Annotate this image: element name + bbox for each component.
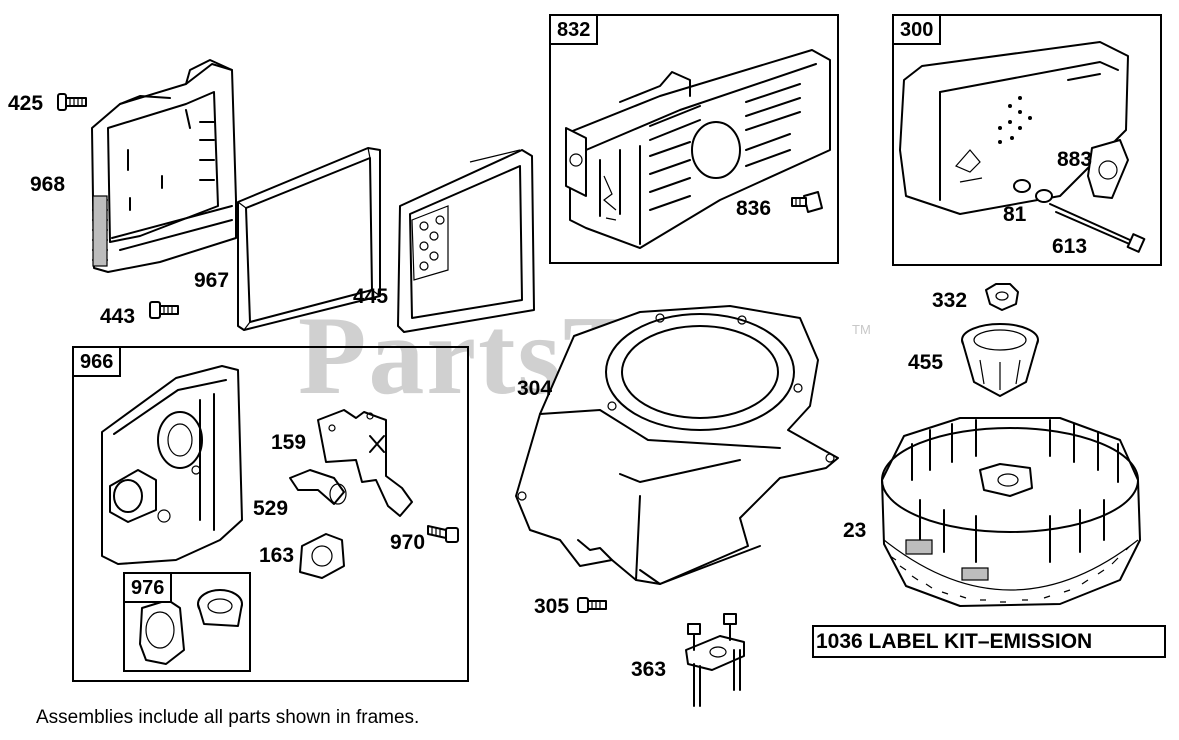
part-304-blower-housing-drawing <box>515 305 839 585</box>
frame-966-tag: 966 <box>72 346 122 377</box>
part-425-screw-drawing <box>57 93 87 111</box>
callout-81: 81 <box>1003 203 1027 226</box>
callout-529: 529 <box>253 497 289 520</box>
part-159-bracket-drawing <box>317 409 413 517</box>
part-443-screw-drawing <box>149 301 179 319</box>
callout-836: 836 <box>736 197 772 220</box>
callout-455: 455 <box>908 351 944 374</box>
callout-332: 332 <box>932 289 968 312</box>
callout-363: 363 <box>631 658 667 681</box>
part-305-screw-drawing <box>577 597 607 613</box>
callout-159: 159 <box>271 431 307 454</box>
part-332-nut-drawing <box>985 283 1019 311</box>
frame-832-tag: 832 <box>549 14 599 45</box>
callout-443: 443 <box>100 305 136 328</box>
frame-832: 832 <box>549 14 839 264</box>
callout-967: 967 <box>194 269 230 292</box>
part-832-muffler-guard-drawing <box>565 49 831 249</box>
part-445-pre-cleaner-drawing <box>397 149 535 333</box>
frame-976-tag: 976 <box>123 572 173 603</box>
callout-304: 304 <box>517 377 553 400</box>
frame-300: 300 <box>892 14 1162 266</box>
part-836-screw-drawing <box>791 191 823 213</box>
frame-966: 966 <box>72 346 469 682</box>
frame-300-tag: 300 <box>892 14 942 45</box>
part-883-gasket-drawing <box>1087 139 1129 199</box>
part-970-screw-drawing <box>427 525 459 543</box>
part-967-filter-drawing <box>237 147 381 331</box>
callout-883: 883 <box>1057 148 1093 171</box>
callout-23: 23 <box>843 519 867 542</box>
callout-425: 425 <box>8 92 44 115</box>
frame-976: 976 <box>123 572 251 672</box>
part-300-muffler-drawing <box>899 41 1129 215</box>
part-163-gasket-drawing <box>299 533 345 579</box>
callout-305: 305 <box>534 595 570 618</box>
trademark-symbol: TM <box>852 322 871 337</box>
part-966-carburetor-body-drawing <box>101 365 243 565</box>
part-613-bolt-drawing <box>1049 203 1146 253</box>
part-363-bracket-drawing <box>685 613 745 707</box>
assemblies-footnote: Assemblies include all parts shown in fr… <box>36 707 420 728</box>
part-455-cup-drawing <box>961 323 1039 397</box>
callout-163: 163 <box>259 544 295 567</box>
part-81-washer-drawing <box>1013 179 1053 203</box>
callout-445: 445 <box>353 285 389 308</box>
label-kit-emission-box: 1036 LABEL KIT–EMISSION <box>812 625 1166 658</box>
part-529-elbow-drawing <box>289 469 347 505</box>
part-968-air-cleaner-base-drawing <box>91 59 237 273</box>
callout-970: 970 <box>390 531 426 554</box>
callout-613: 613 <box>1052 235 1088 258</box>
callout-968: 968 <box>30 173 66 196</box>
part-976-primer-bulb-drawing <box>139 589 243 665</box>
part-23-flywheel-drawing <box>881 417 1141 607</box>
